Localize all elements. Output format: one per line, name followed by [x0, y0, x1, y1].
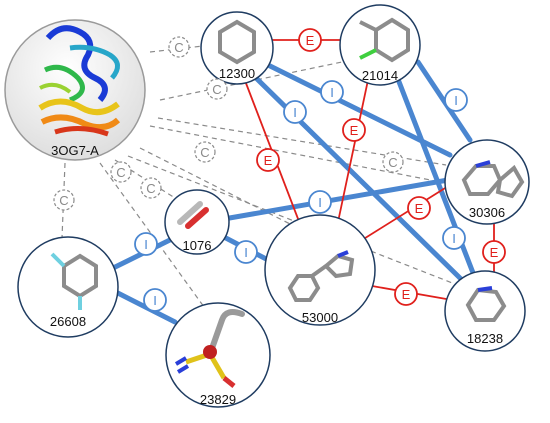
svg-text:C: C — [212, 82, 221, 97]
svg-text:C: C — [116, 165, 125, 180]
svg-text:I: I — [330, 85, 334, 100]
badge-e-5: E — [482, 240, 506, 264]
node-label-26608: 26608 — [50, 314, 86, 329]
bicyclic-heteroaromatic-icon — [461, 160, 525, 199]
svg-text:I: I — [144, 237, 148, 252]
badge-i-3: I — [444, 88, 468, 112]
edge-c-protein-30306b — [149, 125, 447, 184]
edge-i-1076-30306 — [215, 177, 451, 223]
node-label-12300: 12300 — [219, 66, 255, 81]
badge-c-6: C — [110, 161, 132, 183]
svg-text:E: E — [402, 287, 411, 302]
badge-i-2: I — [320, 80, 344, 104]
svg-text:C: C — [388, 155, 397, 170]
node-12300[interactable]: 12300 — [200, 11, 274, 85]
svg-text:I: I — [454, 93, 458, 108]
node-23829[interactable]: 23829 — [165, 302, 271, 408]
svg-text:I: I — [153, 293, 157, 308]
badge-e-3: E — [256, 148, 280, 172]
difluorobenzene-icon — [50, 252, 98, 310]
node-53000[interactable]: 53000 — [264, 214, 376, 326]
badge-c-3: C — [194, 141, 216, 163]
svg-text:I: I — [452, 231, 456, 246]
badge-c-4: C — [382, 151, 404, 173]
node-18238[interactable]: 18238 — [444, 270, 526, 352]
edge-i-12300-30306 — [259, 59, 453, 158]
node-30306[interactable]: 30306 — [444, 139, 530, 225]
edge-i-26608-23829 — [105, 285, 178, 325]
chlorobenzene-icon — [359, 17, 410, 63]
node-label-protein: 3OG7-A — [51, 143, 99, 158]
svg-text:C: C — [59, 193, 68, 208]
svg-text:E: E — [264, 153, 273, 168]
protein-ribbon-icon — [38, 25, 121, 137]
badge-e-2: E — [342, 118, 366, 142]
node-26608[interactable]: 26608 — [17, 236, 119, 338]
svg-text:E: E — [306, 33, 315, 48]
edge-c-protein-18238 — [127, 155, 461, 287]
svg-text:E: E — [415, 201, 424, 216]
svg-text:E: E — [350, 123, 359, 138]
badge-i-8: I — [143, 288, 167, 312]
badge-i-4: I — [308, 190, 332, 214]
edge-i-21014-30306 — [415, 59, 473, 143]
benzene-icon — [218, 19, 256, 65]
badge-e-1: E — [298, 28, 322, 52]
badge-c-letter: C — [174, 40, 183, 55]
node-label-18238: 18238 — [467, 331, 503, 346]
badge-i-5: I — [442, 226, 466, 250]
edge-c-protein-23829 — [99, 162, 213, 319]
node-protein[interactable]: 3OG7-A — [4, 19, 146, 161]
svg-text:C: C — [200, 145, 209, 160]
badge-i-6: I — [234, 240, 258, 264]
small-fragment-icon — [177, 201, 209, 229]
node-21014[interactable]: 21014 — [339, 4, 421, 86]
node-label-53000: 53000 — [302, 310, 338, 325]
badge-i-1: I — [283, 100, 307, 124]
svg-text:E: E — [490, 245, 499, 260]
svg-text:I: I — [293, 105, 297, 120]
node-label-1076: 1076 — [183, 238, 212, 253]
svg-text:I: I — [244, 245, 248, 260]
badge-c-5: C — [140, 177, 162, 199]
badge-i-7: I — [134, 232, 158, 256]
edge-e-21014-53000 — [337, 79, 369, 223]
badge-e-6: E — [394, 282, 418, 306]
node-label-23829: 23829 — [200, 392, 236, 407]
badge-e-4: E — [407, 196, 431, 220]
sulfonyl-fragment-icon — [174, 309, 245, 388]
node-label-30306: 30306 — [469, 205, 505, 220]
nodes-layer: 3OG7-A 12300 21014 — [4, 4, 530, 408]
svg-text:I: I — [318, 195, 322, 210]
badge-c-2: C — [206, 78, 228, 100]
badge-c-7: C — [53, 189, 75, 211]
badge-c-1: C — [168, 36, 190, 58]
badges-layer: C C C C C C C E E E E E E I I I I I I I … — [53, 28, 506, 312]
heteroaromatic-ring-icon — [465, 286, 507, 322]
node-1076[interactable]: 1076 — [164, 189, 230, 255]
svg-text:C: C — [146, 181, 155, 196]
phenyl-heteroaromatic-icon — [287, 250, 355, 302]
edge-c-protein-53000 — [139, 147, 299, 229]
edge-e-30306-53000 — [361, 184, 451, 241]
node-label-21014: 21014 — [362, 68, 398, 83]
